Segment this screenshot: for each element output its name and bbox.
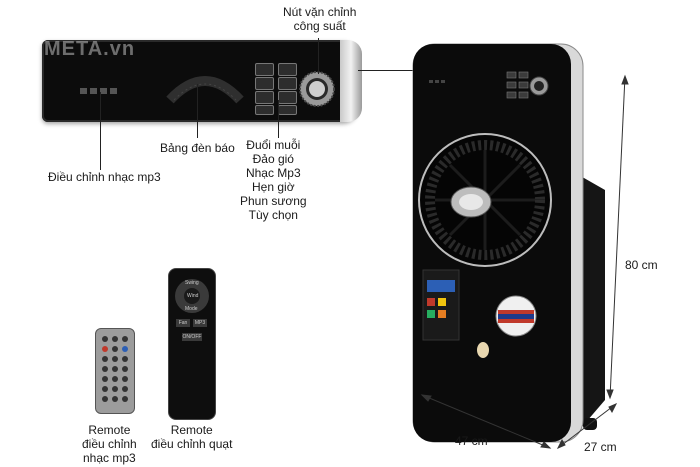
label-mp3-adjust: Điều chỉnh nhạc mp3 (48, 170, 161, 184)
remote-mp3 (95, 328, 135, 414)
dimension-width-label: 47 cm (455, 434, 488, 448)
watermark: META.vn (44, 38, 136, 60)
dimension-lines (420, 74, 629, 449)
remote-fan: Swing Wind Mode Fan MP3 ON/OFF (168, 268, 216, 420)
dimension-depth-label: 27 cm (584, 440, 617, 454)
remote-fan-button-mp3: MP3 (193, 319, 207, 327)
indicator-display (166, 76, 244, 104)
remote-fan-button-swing: Swing (185, 280, 199, 286)
remote-fan-button-onoff: ON/OFF (182, 333, 202, 341)
power-knob-icon (299, 71, 335, 107)
remote-fan-button-fan: Fan (176, 319, 190, 327)
dimension-height-label: 80 cm (625, 258, 658, 272)
panel-silver-edge (340, 40, 362, 122)
remote-fan-button-mode: Mode (185, 306, 198, 312)
panel-button-grid (255, 63, 301, 119)
mp3-buttons (80, 88, 117, 96)
air-cooler-fan (412, 43, 605, 443)
remote-fan-button-wind: Wind (187, 293, 199, 299)
label-indicator-display: Bảng đèn báo (160, 141, 235, 155)
